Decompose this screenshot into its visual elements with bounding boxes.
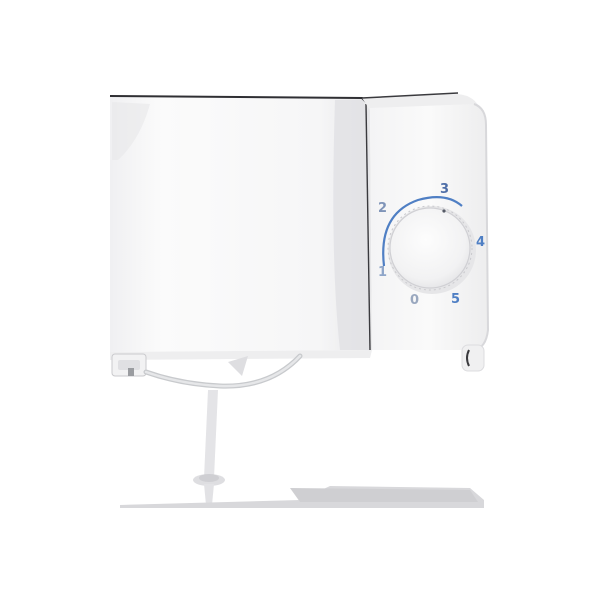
base-shadow-light: [290, 488, 478, 502]
dial-number-0: 0: [410, 293, 419, 308]
dial-indicator: [442, 209, 446, 213]
dial-number-3: 3: [440, 182, 449, 197]
housing-right-edge: [365, 103, 371, 351]
lower-base: [110, 350, 372, 377]
dial-knob-icon[interactable]: [387, 205, 476, 294]
housing-left: [109, 95, 373, 352]
dial-number-5: 5: [451, 292, 460, 307]
power-cable-icon: [143, 353, 303, 389]
side-latch-icon[interactable]: [461, 344, 485, 372]
dial-scale-arc: [382, 195, 463, 267]
dial-number-1: 1: [378, 265, 387, 280]
dial-assembly: 1 2 3 4 5 0: [378, 182, 485, 308]
cable-connector-icon[interactable]: [111, 353, 147, 377]
dial-number-2: 2: [378, 201, 387, 216]
lid-top-edge: [361, 92, 459, 99]
dial-number-4: 4: [476, 235, 485, 250]
support-post: [193, 390, 225, 505]
